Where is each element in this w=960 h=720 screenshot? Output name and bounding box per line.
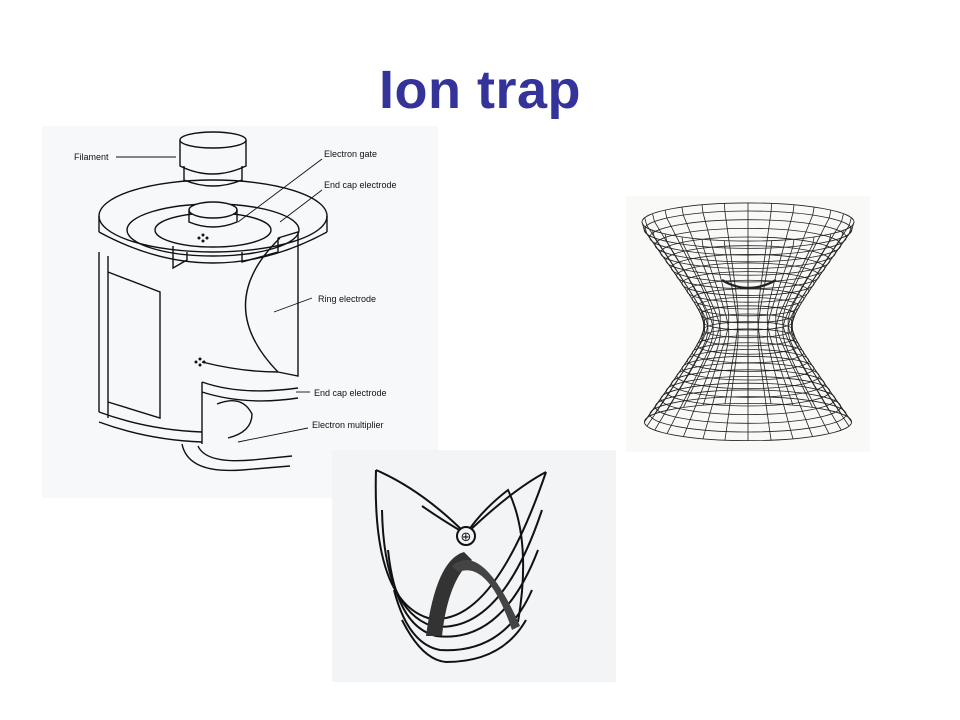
- hyperboloid-meridian: [701, 239, 730, 439]
- filament-top: [179, 131, 247, 149]
- hyperboloid-meridian: [766, 204, 795, 406]
- ion-circle-icon: [456, 526, 476, 546]
- hyperboloid-meridian: [757, 203, 772, 404]
- hyperboloid-wireframe: [626, 196, 870, 452]
- hyperboloid-meridian: [681, 207, 721, 408]
- label-filament: Filament: [74, 152, 109, 162]
- electron-multiplier: [216, 400, 253, 439]
- electron-gate-disc: [188, 201, 238, 219]
- ion-symbol: ⊕: [461, 530, 472, 545]
- hyperboloid-meridian: [644, 217, 706, 419]
- hyperboloid-meridian: [652, 213, 709, 415]
- hyperboloid-meridian: [782, 210, 832, 411]
- hyperboloid-meridian: [775, 236, 815, 437]
- saddle-drawing: ⊕: [374, 469, 547, 664]
- label-end-cap-top: End cap electrode: [324, 180, 397, 190]
- saddle-shaded-ridge: [426, 552, 472, 636]
- hyperboloid-meridian: [664, 210, 714, 411]
- label-electron-multiplier: Electron multiplier: [312, 420, 384, 430]
- bottom-end-cap: [201, 381, 299, 392]
- saddle-potential-figure: ⊕: [332, 450, 616, 682]
- hyperboloid-inner-lip: [721, 278, 777, 290]
- label-electron-gate: Electron gate: [324, 149, 377, 159]
- label-end-cap-bottom: End cap electrode: [314, 388, 387, 398]
- slide-title: Ion trap: [379, 60, 581, 120]
- hyperboloid-meridian: [681, 236, 721, 437]
- saddle-contour-1: [374, 469, 547, 620]
- ion-trap-schematic: Filament Electron gate End cap electrode…: [42, 126, 438, 498]
- hyperboloid-meridian: [790, 217, 852, 419]
- schematic-drawing: Filament Electron gate End cap electrode…: [74, 131, 397, 472]
- hyperboloid-meridian: [787, 213, 844, 415]
- hyperboloid-drawing: [641, 202, 855, 442]
- hyperboloid-meridian: [775, 207, 815, 408]
- hyperboloid-meridian: [701, 204, 730, 406]
- filament-body: [179, 140, 247, 175]
- ring-electrode-curve: [244, 237, 281, 373]
- hyperboloid-meridian: [757, 240, 772, 441]
- hyperboloid-meridian: [766, 239, 795, 439]
- hyperboloid-meridian: [724, 240, 739, 441]
- hyperboloid-meridian: [724, 203, 739, 404]
- label-ring-electrode: Ring electrode: [318, 294, 376, 304]
